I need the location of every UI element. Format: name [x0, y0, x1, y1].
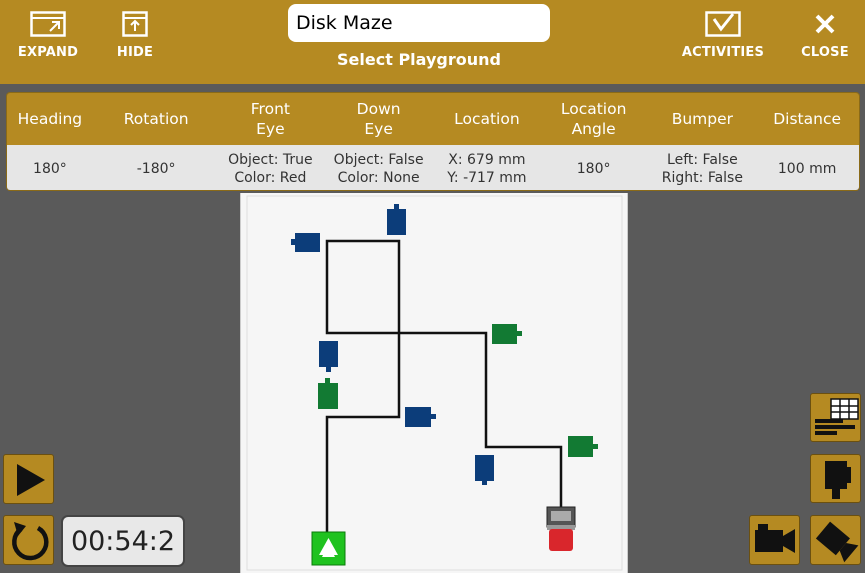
playground-canvas[interactable] [240, 193, 628, 573]
blue-disk [291, 233, 320, 252]
rotation-value: -180° [136, 160, 176, 177]
heading-value: 180° [33, 160, 67, 177]
playground-title-field[interactable]: Disk Maze [288, 4, 550, 42]
green-disk [492, 324, 522, 344]
hide-icon [122, 11, 148, 37]
maze-path [325, 239, 563, 538]
reset-icon [12, 522, 49, 561]
location-angle-value: 180° [576, 160, 611, 177]
green-disk [568, 436, 598, 457]
heading-header: Heading [17, 110, 83, 128]
blue-disk [387, 204, 406, 235]
activities-button[interactable]: ACTIVITIES [680, 11, 766, 60]
hide-button[interactable]: HIDE [108, 11, 162, 60]
distance-value: 100 mm [777, 160, 837, 177]
green-disk [318, 378, 338, 409]
hide-label: HIDE [116, 45, 154, 60]
expand-icon [30, 11, 66, 37]
location-header: Location [454, 110, 520, 128]
activities-icon [705, 11, 741, 37]
distance-header: Distance [773, 110, 842, 128]
close-button[interactable]: CLOSE [798, 11, 852, 60]
elapsed-timer: 00:54:2 [61, 515, 185, 567]
blue-disk [405, 407, 436, 427]
top-toolbar: EXPAND HIDE Disk Maze Select Playground … [0, 0, 865, 84]
select-playground-link[interactable]: Select Playground [337, 50, 501, 69]
top-camera-button[interactable] [810, 515, 861, 565]
close-label: CLOSE [801, 45, 849, 60]
data-table-button[interactable] [810, 393, 861, 442]
expand-label: EXPAND [17, 45, 79, 60]
start-marker [311, 531, 346, 566]
maze-svg [246, 195, 623, 571]
rotation-header: Rotation [123, 110, 189, 128]
video-camera-icon [755, 524, 795, 553]
bumper-header: Bumper [671, 110, 734, 128]
play-button[interactable] [3, 454, 54, 504]
expand-button[interactable]: EXPAND [14, 11, 82, 60]
activities-label: ACTIVITIES [681, 45, 765, 60]
reset-button[interactable] [3, 515, 54, 565]
robot [546, 506, 576, 551]
blue-disk [319, 341, 338, 372]
robot-view-button[interactable] [810, 454, 861, 503]
blue-disk [475, 455, 494, 485]
play-icon [17, 464, 45, 496]
side-camera-button[interactable] [749, 515, 800, 565]
robot-camera-icon [825, 461, 851, 499]
close-icon [815, 14, 835, 34]
camera-angle-icon [815, 521, 859, 563]
table-icon [815, 398, 859, 435]
